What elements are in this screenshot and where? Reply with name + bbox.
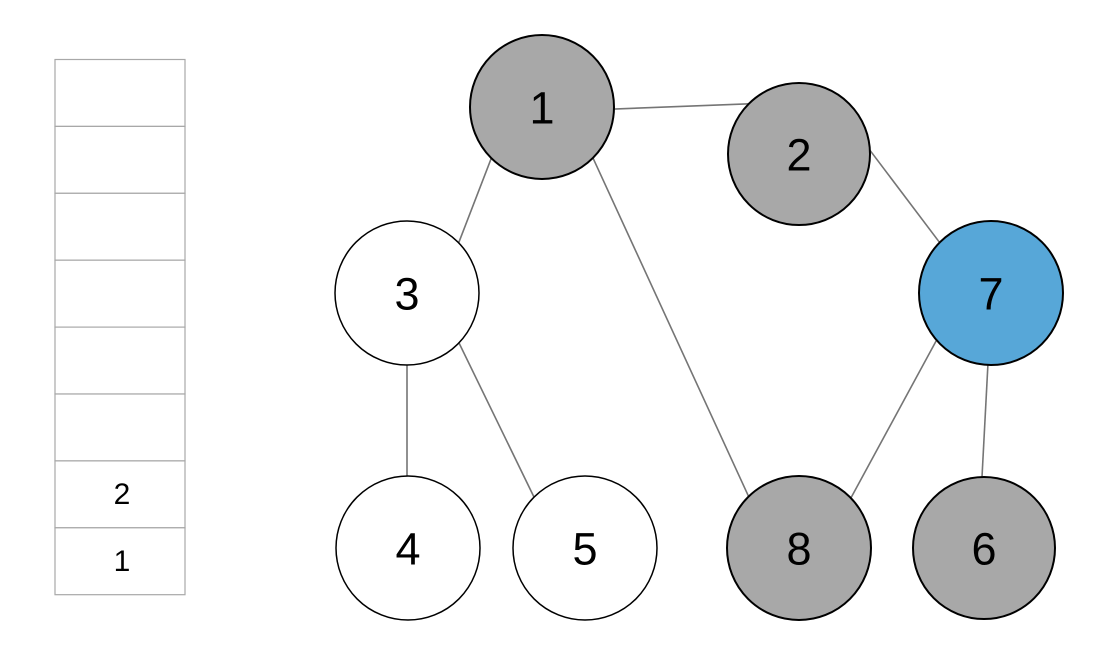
graph-node-6[interactable]: 6 [912, 476, 1056, 620]
stack-cell-box [54, 192, 186, 261]
node-label-4: 4 [395, 524, 420, 575]
edge-7-8 [844, 330, 943, 509]
stack-cell-1 [54, 58, 186, 128]
stack-cell-8: 1 [54, 527, 186, 596]
edge-1-2 [600, 102, 760, 111]
edge-1-3 [453, 145, 497, 256]
node-circle-4[interactable] [335, 475, 481, 621]
node-circle-3[interactable] [334, 220, 480, 366]
stack-cell-box [54, 125, 186, 194]
node-circle-1[interactable] [469, 34, 615, 180]
stack-cell-4 [54, 259, 186, 328]
graph-node-5[interactable]: 5 [512, 475, 658, 621]
stack-cell-value: 2 [114, 478, 131, 511]
node-label-2: 2 [786, 130, 811, 181]
stack-cell-box [54, 527, 186, 596]
node-circle-5[interactable] [512, 475, 658, 621]
graph-node-1[interactable]: 1 [469, 34, 615, 180]
edge-7-6 [980, 348, 990, 492]
node-label-7: 7 [978, 269, 1003, 320]
stack-cell-box [54, 58, 186, 128]
node-label-1: 1 [529, 83, 554, 134]
edges-layer [406, 102, 990, 509]
edge-2-7 [862, 141, 950, 255]
graph-node-2[interactable]: 2 [727, 82, 871, 226]
edge-1-8 [586, 144, 754, 507]
stack-cell-2 [54, 125, 186, 194]
stack-cell-box [54, 259, 186, 328]
graph-node-8[interactable]: 8 [726, 475, 872, 621]
stack-cell-box [54, 393, 186, 462]
node-label-5: 5 [572, 524, 597, 575]
node-circle-2[interactable] [727, 82, 871, 226]
stack-panel: 21 [54, 58, 186, 596]
stack-cell-6 [54, 393, 186, 462]
stack-cell-5 [54, 326, 186, 395]
node-label-3: 3 [394, 269, 419, 320]
nodes-layer: 1 2 3 4 5 6 7 8 [334, 34, 1064, 621]
stack-cell-3 [54, 192, 186, 261]
edge-3-5 [453, 332, 540, 508]
graph-node-3[interactable]: 3 [334, 220, 480, 366]
stack-cell-7: 2 [54, 460, 186, 529]
graph-node-4[interactable]: 4 [335, 475, 481, 621]
node-circle-7[interactable] [918, 220, 1064, 366]
graph-node-7[interactable]: 7 [918, 220, 1064, 366]
node-circle-6[interactable] [912, 476, 1056, 620]
node-circle-8[interactable] [726, 475, 872, 621]
stack-cell-box [54, 326, 186, 395]
node-label-6: 6 [971, 524, 996, 575]
node-label-8: 8 [786, 524, 811, 575]
stack-cell-value: 1 [114, 545, 131, 578]
